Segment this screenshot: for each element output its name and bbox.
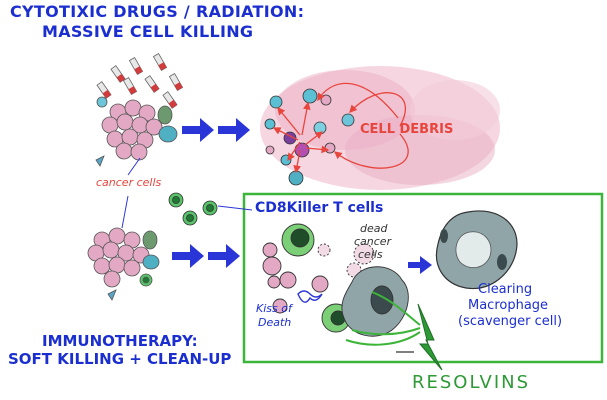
drug-vials [96,53,184,109]
clearing-macrophage [435,210,518,290]
cd8-killer-t-cells-label: CD8Killer T cells [255,200,384,216]
macrophage-label-1: Clearing [478,282,533,297]
header-title-line1: CYTOTIXIC DRUGS / RADIATION: [10,2,305,21]
arrow-to-macrophage [408,256,432,274]
immune-scene [262,223,409,337]
footer-title-line2: SOFT KILLING + CLEAN-UP [8,350,232,368]
dead-cancer-cells-label-1: dead [360,222,388,235]
resolvins-label: RESOLVINS [412,372,531,393]
blue-arrows-top [182,118,250,142]
t-cells-left [168,192,218,226]
header-title-line2: MASSIVE CELL KILLING [42,22,254,41]
resolvins-lightning [417,303,443,371]
cell-debris-label: CELL DEBRIS [360,122,454,137]
green-signal-arrows [345,291,421,346]
dead-cancer-cells-label-3: cells [358,248,383,261]
tumor-cluster-top [95,96,178,167]
kiss-of-death-label-2: Death [258,316,292,329]
cancer-cells-label: cancer cells [96,176,162,189]
cd8-pointer-line [217,205,253,211]
debris-red-arrows [272,82,409,174]
tumor-cluster-bottom [87,227,160,301]
dead-cancer-cells-label-2: cancer [354,235,392,248]
kiss-of-death-scribble [297,290,323,303]
cancer-cell-connectors [121,157,141,229]
blue-arrows-bottom [172,244,240,268]
immunotherapy-box [242,192,604,364]
footer-title-line1: IMMUNOTHERAPY: [42,332,198,350]
kiss-of-death-label-1: Kiss of [256,302,292,315]
macrophage-label-3: (scavenger cell) [458,314,563,329]
macrophage-label-2: Macrophage [468,298,549,313]
